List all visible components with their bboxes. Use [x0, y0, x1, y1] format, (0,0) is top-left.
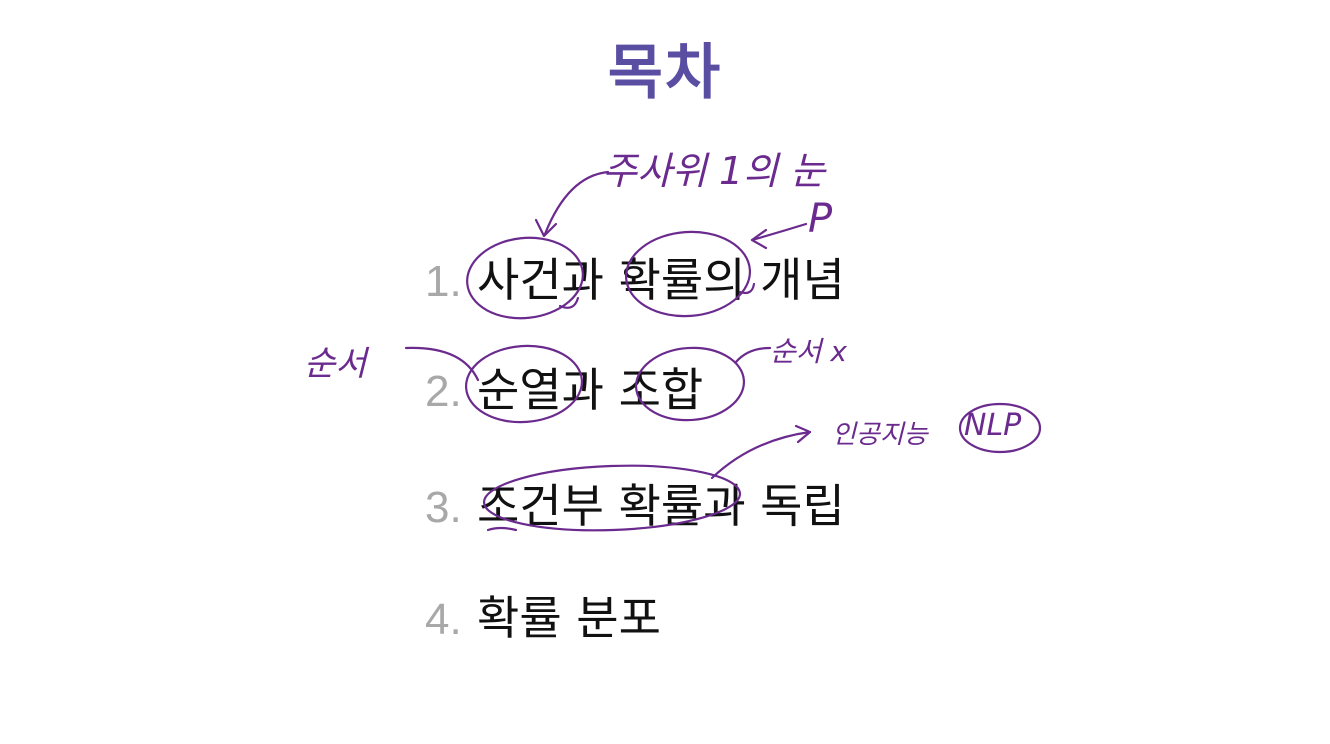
toc-number: 3. — [425, 483, 462, 532]
ink-arrow-p — [750, 222, 808, 242]
toc-item-3: 3. 조건부 확률과 독립 — [425, 470, 845, 536]
ink-arrow-dice — [543, 170, 610, 236]
annotation-dice: 주사위 1의 눈 — [602, 149, 826, 193]
annotation-order: 순서 — [304, 344, 367, 384]
toc-text: 사건과 확률의 개념 — [477, 253, 845, 307]
toc-item-4: 4. 확률 분포 — [425, 582, 661, 648]
toc-number: 1. — [425, 257, 462, 306]
ink-line-order-x — [734, 346, 772, 364]
ink-arrowhead — [794, 424, 812, 444]
annotation-nlp: NLP — [964, 408, 1022, 443]
annotation-order-x: 순서 x — [770, 335, 847, 368]
annotation-ai: 인공지능 — [832, 420, 928, 450]
annotation-p: P — [808, 196, 833, 242]
toc-text: 순열과 조합 — [477, 363, 704, 417]
toc-item-2: 2. 순열과 조합 — [425, 354, 703, 420]
toc-number: 4. — [425, 595, 462, 644]
toc-text: 조건부 확률과 독립 — [477, 479, 845, 533]
toc-number: 2. — [425, 367, 462, 416]
toc-item-1: 1. 사건과 확률의 개념 — [425, 244, 845, 310]
toc-text: 확률 분포 — [477, 591, 661, 645]
ink-arrowhead — [534, 218, 558, 238]
slide-title: 목차 — [607, 38, 723, 108]
